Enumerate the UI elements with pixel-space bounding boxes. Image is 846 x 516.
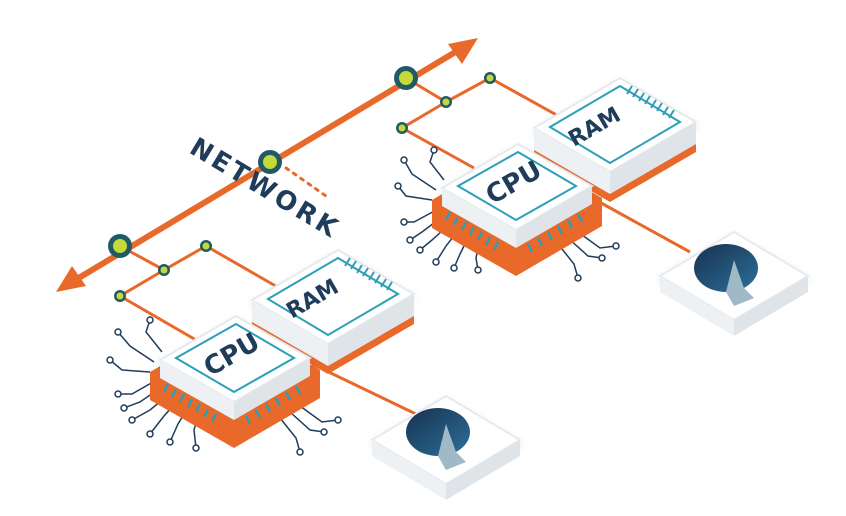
node-1: RAM CPU	[106, 234, 522, 500]
node-2: RAM CPU	[258, 66, 810, 336]
disk-platter-icon	[694, 244, 758, 292]
network-label: NETWORK	[184, 132, 344, 245]
node-2-connection-dots	[258, 66, 496, 174]
node-2-disk	[658, 230, 810, 336]
node-2-ram-chip: RAM	[532, 76, 698, 202]
disk-platter-icon	[406, 408, 470, 456]
node-1-trace-ends	[106, 316, 342, 456]
node-1-cpu-pins	[162, 383, 302, 425]
node-2-trace-ends	[394, 146, 620, 282]
node-2-cpu-pins	[444, 211, 584, 253]
node-2-cpu-chip: CPU	[432, 142, 602, 276]
arrow-left-icon	[56, 266, 86, 292]
disk-arm-icon	[726, 260, 754, 306]
disk-arm-icon	[438, 424, 466, 470]
node-1-ram-chip: RAM	[250, 248, 416, 374]
svg-text:NETWORK: NETWORK	[184, 132, 344, 245]
node-1-ram-pins	[344, 257, 393, 291]
node-1-connection-dots	[108, 234, 212, 302]
arrow-right-icon	[448, 38, 478, 64]
node-1-cpu-chip: CPU	[150, 314, 320, 448]
node-2-ram-pins	[626, 85, 675, 119]
node-1-disk	[370, 394, 522, 500]
